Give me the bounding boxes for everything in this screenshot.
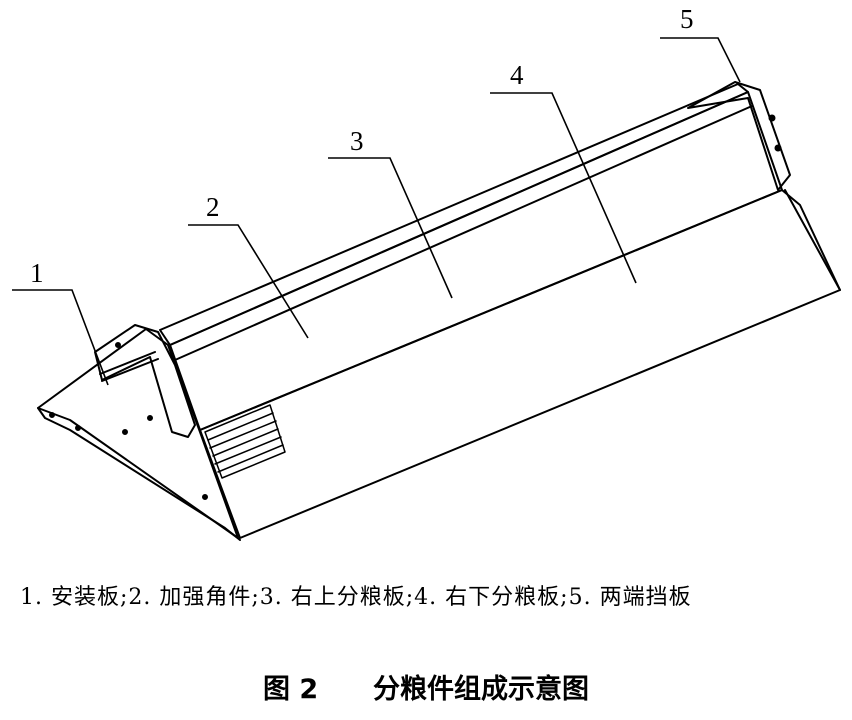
figure-label: 图 2 <box>263 674 319 705</box>
callout-number-5: 5 <box>680 4 694 34</box>
leader-line-3 <box>328 157 453 299</box>
callout-number-2: 2 <box>206 192 220 222</box>
leader-line-5 <box>660 37 741 83</box>
reinforcement-corner-left <box>94 324 196 438</box>
callout-number-1: 1 <box>30 258 44 288</box>
mounting-plate-lower-edge <box>37 407 241 541</box>
upper-divider-board <box>159 83 749 346</box>
reinforcement-rod <box>99 351 156 375</box>
grain-divider-drawing: 1 2 3 4 5 <box>12 4 841 541</box>
leader-line-4 <box>490 92 637 284</box>
leader-line-1 <box>12 289 109 386</box>
mounting-plate <box>37 328 239 539</box>
end-baffle-right <box>687 81 791 191</box>
ridge-face <box>169 91 783 431</box>
callout-number-3: 3 <box>350 126 364 156</box>
figure-caption: 图 2 分粮件组成示意图 <box>0 667 852 706</box>
lower-divider-board <box>199 189 841 539</box>
figure-title: 分粮件组成示意图 <box>373 674 589 705</box>
vent-grille <box>204 404 286 479</box>
callout-number-4: 4 <box>510 60 524 90</box>
figure-legend: 1. 安装板;2. 加强角件;3. 右上分粮板;4. 右下分粮板;5. 两端挡板 <box>20 585 692 610</box>
leader-line-2 <box>188 224 309 339</box>
